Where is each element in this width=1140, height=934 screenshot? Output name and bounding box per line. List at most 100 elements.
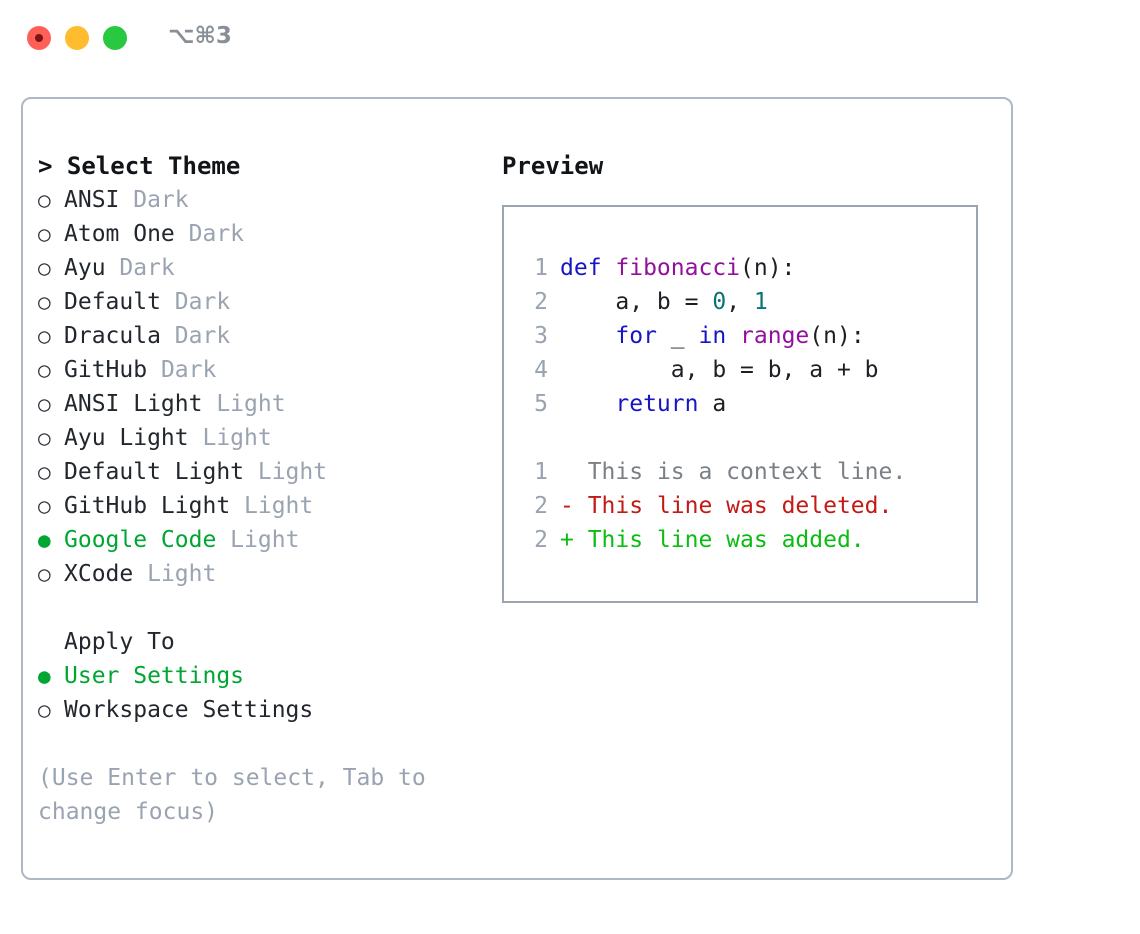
apply-to-option-user-settings[interactable]: ● User Settings [38, 659, 478, 693]
token-kw: def [560, 255, 616, 281]
diff-line-add: 2 + This line was added. [514, 523, 976, 557]
theme-list-column: > Select Theme ○ANSI Dark○Atom One Dark○… [38, 149, 478, 829]
theme-option-ayu-light[interactable]: ○ Ayu Light Light [38, 421, 478, 455]
diff-text: This line was added. [573, 527, 865, 553]
diff-marker: + [560, 527, 574, 553]
theme-option-variant: Dark [147, 357, 217, 383]
token-pl: _ [656, 323, 699, 349]
line-number: 3 [534, 323, 548, 349]
code-content: a, b = 0, 1 [560, 285, 768, 319]
code-line: 4 a, b = b, a + b [514, 353, 976, 387]
theme-option-variant: Light [216, 527, 300, 553]
theme-option-variant: Dark [160, 323, 231, 349]
theme-option-label: ANSI Light [64, 391, 203, 417]
keyboard-shortcut-label: ⌥⌘3 [168, 23, 232, 49]
token-pl: a, b = [560, 289, 713, 315]
line-number: 4 [534, 357, 548, 383]
token-fn: range [740, 323, 810, 349]
preview-title: Preview [502, 152, 604, 180]
theme-selector-panel: > Select Theme ○ANSI Dark○Atom One Dark○… [21, 97, 1013, 880]
theme-option-dracula[interactable]: ○ Dracula Dark [38, 319, 478, 353]
code-content: for _ in range(n): [560, 319, 865, 353]
theme-option-label: Ayu [64, 255, 106, 281]
theme-option-ansi-light[interactable]: ○ ANSI Light Light [38, 387, 478, 421]
theme-option-variant: Light [202, 391, 286, 417]
theme-list[interactable]: ○ANSI Dark○Atom One Dark○Ayu Dark○Defaul… [38, 183, 478, 591]
theme-option-xcode[interactable]: ○XCode Light [38, 557, 478, 591]
minimize-button[interactable] [65, 26, 89, 50]
theme-option-ayu[interactable]: ○Ayu Dark [38, 251, 478, 285]
theme-option-label: Ayu Light [64, 425, 189, 451]
line-number: 2 [534, 527, 548, 553]
theme-option-default-light[interactable]: ○Default Light Light [38, 455, 478, 489]
code-content: return a [560, 387, 726, 421]
theme-option-variant: Dark [160, 289, 231, 315]
line-number: 5 [534, 391, 548, 417]
radio-selected-icon: ● [38, 664, 51, 688]
theme-option-label: Default Light [64, 459, 245, 485]
theme-option-github-light[interactable]: ○GitHub Light Light [38, 489, 478, 523]
radio-selected-icon: ● [38, 528, 51, 552]
theme-option-variant: Light [133, 561, 217, 587]
theme-option-label: Google Code [64, 527, 217, 553]
token-pl [560, 323, 615, 349]
diff-text: This is a context line. [573, 459, 907, 485]
theme-option-label: GitHub Light [64, 493, 231, 519]
diff-line-ctx: 1 This is a context line. [514, 455, 976, 489]
token-pl: (n): [809, 323, 865, 349]
token-kw: for [615, 323, 657, 349]
token-fn: fibonacci [615, 255, 741, 281]
line-number: 2 [534, 493, 548, 519]
diff-text: This line was deleted. [573, 493, 893, 519]
theme-option-variant: Light [244, 459, 328, 485]
radio-unselected-icon: ○ [38, 222, 51, 246]
radio-unselected-icon: ○ [38, 698, 51, 722]
theme-option-label: ANSI [64, 187, 120, 213]
radio-unselected-icon: ○ [38, 426, 51, 450]
code-content: def fibonacci(n): [560, 251, 795, 285]
theme-option-label: Dracula [64, 323, 161, 349]
theme-option-google-code[interactable]: ● Google Code Light [38, 523, 478, 557]
apply-to-title: Apply To [64, 629, 175, 655]
line-number: 1 [534, 459, 548, 485]
radio-unselected-icon: ○ [38, 324, 51, 348]
radio-unselected-icon: ○ [38, 290, 51, 314]
maximize-button[interactable] [103, 26, 127, 50]
theme-option-variant: Light [230, 493, 314, 519]
diff-sample: 1 This is a context line.2- This line wa… [514, 455, 976, 557]
radio-unselected-icon: ○ [38, 188, 51, 212]
token-pl: a, b = b, a + b [560, 357, 879, 383]
radio-unselected-icon: ○ [38, 392, 51, 416]
apply-to-option-workspace-settings[interactable]: ○ Workspace Settings [38, 693, 478, 727]
apply-to-option-label: User Settings [64, 663, 245, 689]
token-kw: in [698, 323, 727, 349]
theme-option-default[interactable]: ○Default Dark [38, 285, 478, 319]
token-num: 1 [753, 289, 768, 315]
code-line: 2 a, b = 0, 1 [514, 285, 976, 319]
code-line: 3 for _ in range(n): [514, 319, 976, 353]
theme-option-atom-one[interactable]: ○Atom One Dark [38, 217, 478, 251]
theme-option-label: GitHub [64, 357, 148, 383]
token-pl: , [726, 289, 754, 315]
apply-to-option-label: Workspace Settings [64, 697, 314, 723]
traffic-light-buttons [27, 26, 127, 50]
radio-unselected-icon: ○ [38, 256, 51, 280]
theme-option-ansi[interactable]: ○ANSI Dark [38, 183, 478, 217]
diff-marker [560, 455, 574, 489]
code-line: 5 return a [514, 387, 976, 421]
diff-line-del: 2- This line was deleted. [514, 489, 976, 523]
line-number: 1 [534, 255, 548, 281]
diff-marker: - [560, 493, 574, 519]
theme-option-github[interactable]: ○GitHub Dark [38, 353, 478, 387]
token-pl: (n): [740, 255, 796, 281]
title-bar: ⌥⌘3 [0, 0, 1140, 78]
radio-unselected-icon: ○ [38, 562, 51, 586]
token-pl: a [698, 391, 727, 417]
theme-option-variant: Light [188, 425, 272, 451]
close-button[interactable] [27, 26, 51, 50]
apply-to-list[interactable]: ● User Settings ○ Workspace Settings [38, 659, 478, 727]
